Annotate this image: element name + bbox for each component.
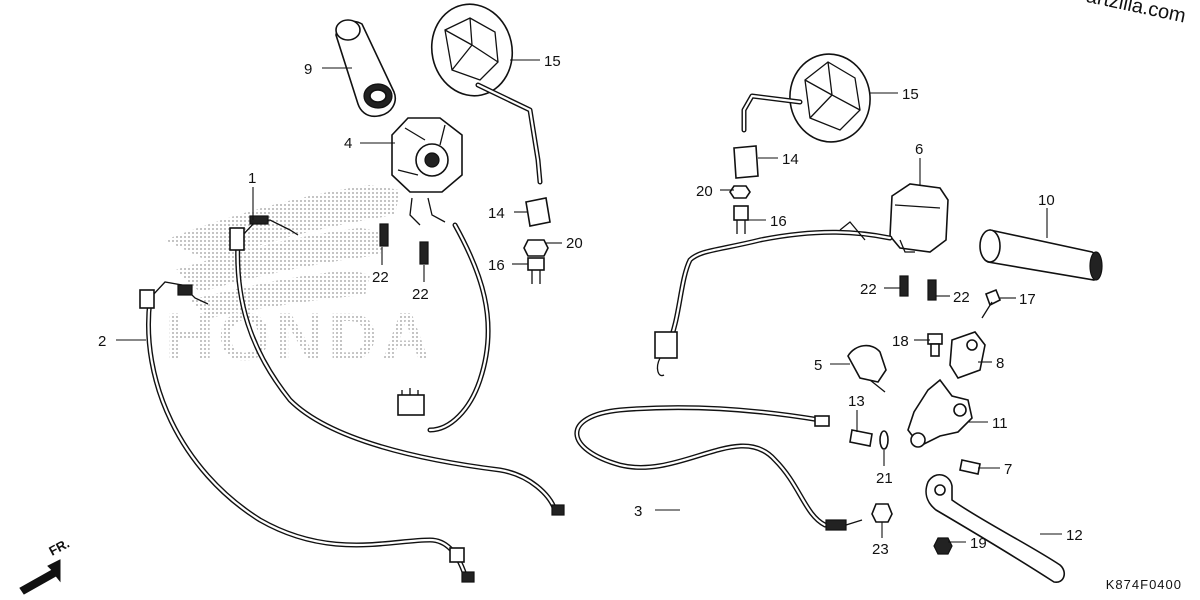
callout-22-a: 22 [372, 269, 389, 286]
callout-22-c: 22 [860, 281, 877, 298]
callout-12: 12 [1066, 527, 1083, 544]
callout-4: 4 [344, 135, 352, 152]
callout-9: 9 [304, 61, 312, 78]
callout-1: 1 [248, 170, 256, 187]
part-screws-left [379, 223, 429, 265]
callout-leaders [116, 59, 1062, 543]
part-clutch-lever-12 [925, 474, 1066, 583]
part-bolt-13-washer-21 [849, 429, 889, 450]
callout-5: 5 [814, 357, 822, 374]
callout-14-left: 14 [488, 205, 505, 222]
callout-22-d: 22 [953, 289, 970, 306]
callout-7: 7 [1004, 461, 1012, 478]
part-lever-bracket-11 [907, 378, 973, 448]
callout-22-b: 22 [412, 286, 429, 303]
callout-13: 13 [848, 393, 865, 410]
part-bolts-17-18 [927, 288, 1002, 357]
part-mirror-right [741, 53, 871, 143]
callout-21: 21 [876, 470, 893, 487]
part-spacers-right [729, 145, 759, 234]
part-nuts-19-23 [871, 503, 953, 555]
callout-15-right: 15 [902, 86, 919, 103]
callout-18: 18 [892, 333, 909, 350]
callout-16-right: 16 [770, 213, 787, 230]
part-clutch-cable-3 [574, 405, 863, 531]
callout-17: 17 [1019, 291, 1036, 308]
callout-16-left: 16 [488, 257, 505, 274]
part-right-switch-housing [889, 183, 949, 253]
part-spacers-left [523, 197, 551, 284]
part-left-switch-housing [391, 117, 463, 193]
callout-15-left: 15 [544, 53, 561, 70]
callout-8: 8 [996, 355, 1004, 372]
brand-text-watermark: HONDA [165, 299, 434, 375]
front-direction-arrow: FR. [19, 536, 72, 595]
arrow-icon [19, 559, 61, 595]
callout-2: 2 [98, 333, 106, 350]
brand-watermark: HONDA [165, 185, 434, 375]
callout-14-right: 14 [782, 151, 799, 168]
part-pin-7 [959, 459, 981, 475]
part-right-grip [979, 229, 1103, 281]
diagram-code: K874F0400 [1105, 577, 1182, 592]
part-right-harness [654, 221, 893, 377]
part-cable-1 [229, 215, 565, 516]
callout-labels: 9 15 4 1 2 22 22 14 20 16 15 14 20 16 6 … [98, 53, 1083, 558]
part-switch-harness [397, 197, 491, 433]
part-dust-cover-5 [847, 344, 887, 393]
callout-6: 6 [915, 141, 923, 158]
part-screws-right [899, 275, 937, 301]
callout-19: 19 [970, 535, 987, 552]
direction-label: FR. [46, 536, 72, 559]
callout-20-right: 20 [696, 183, 713, 200]
callout-3: 3 [634, 503, 642, 520]
part-cable-2 [139, 281, 475, 583]
callout-11: 11 [992, 415, 1008, 432]
part-mirror-left [430, 3, 543, 185]
callout-23: 23 [872, 541, 889, 558]
part-bracket-8 [949, 331, 986, 379]
wing-logo-watermark [165, 185, 400, 318]
callout-20-left: 20 [566, 235, 583, 252]
callout-10: 10 [1038, 192, 1055, 209]
part-throttle-grip [335, 19, 396, 118]
